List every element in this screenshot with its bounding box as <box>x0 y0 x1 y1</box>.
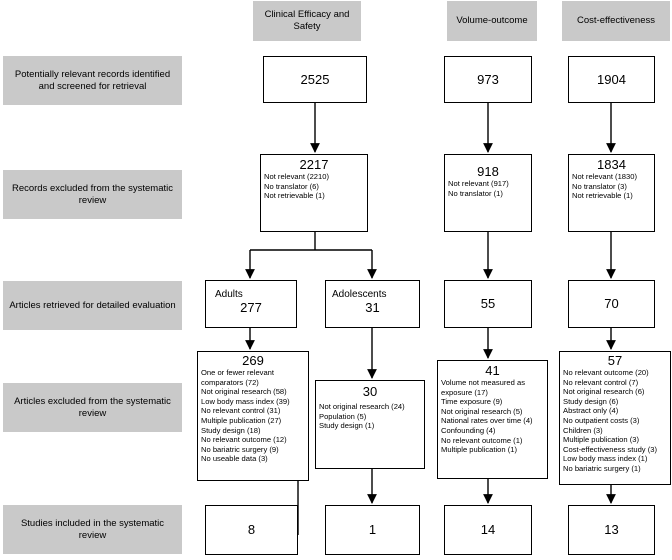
volume-retrieved-box: 55 <box>444 280 532 328</box>
exclusion-reason: Volume not measured as exposure (17) <box>441 378 526 397</box>
exclusion-reason: Study design (6) <box>563 396 619 406</box>
cost-screened-count: 1904 <box>597 71 626 87</box>
exclusion-reason: No useable data (3) <box>201 454 268 464</box>
row-label-retrieved: Articles retrieved for detailed evaluati… <box>3 281 182 330</box>
exclusion-reason: Children (3) <box>563 425 603 435</box>
cost-included-count: 13 <box>604 522 619 537</box>
cost-retrieved-count: 70 <box>604 296 619 311</box>
volume-excluded-count: 41 <box>485 363 500 378</box>
volume-articles-excluded-box: 41 Volume not measured as exposure (17) … <box>437 360 548 479</box>
adolescents-retrieved-box: Adolescents 31 <box>325 280 420 328</box>
exclusion-reason: Multiple publication (1) <box>441 445 517 455</box>
exclusion-reason: Not retrievable (1) <box>572 191 633 201</box>
adults-retrieved-box: Adults 277 <box>205 280 297 328</box>
header-volume-label: Volume-outcome <box>456 15 528 26</box>
header-clinical-label: Clinical Efficacy and Safety <box>264 9 350 32</box>
exclusion-reason: No relevant outcome (20) <box>563 368 649 377</box>
adolescents-excluded-count: 30 <box>362 384 378 399</box>
adolescents-included-count: 1 <box>368 522 377 537</box>
row-label-articles-excluded: Articles excluded from the systematic re… <box>3 383 182 432</box>
exclusion-reason: No translator (1) <box>448 188 503 198</box>
exclusion-reason: Cost-effectiveness study (3) <box>563 444 657 454</box>
exclusion-reason: Not original research (24) <box>319 402 405 411</box>
clinical-screened-count: 2525 <box>300 71 330 87</box>
exclusion-reason: Confounding (4) <box>441 425 496 435</box>
cost-excluded-count: 57 <box>607 353 623 368</box>
exclusion-reason: No relevant outcome (12) <box>201 435 287 445</box>
exclusion-reason: Study design (18) <box>201 425 261 435</box>
exclusion-reason: National rates over time (4) <box>441 416 533 426</box>
clinical-records-excluded-count: 2217 <box>299 157 329 172</box>
clinical-screened-box: 2525 <box>263 56 367 103</box>
exclusion-reason: No bariatric surgery (9) <box>201 444 279 454</box>
row-label-included-text: Studies included in the systematic revie… <box>20 517 165 541</box>
adolescents-included-box: 1 <box>325 505 420 555</box>
exclusion-reason: Low body mass index (39) <box>201 396 290 406</box>
volume-records-excluded-box: 918 Not relevant (917) No translator (1) <box>444 154 532 232</box>
exclusion-reason: Not relevant (2210) <box>264 172 330 181</box>
adults-included-box: 8 <box>205 505 298 555</box>
volume-included-count: 14 <box>480 522 496 537</box>
exclusion-reason: No relevant outcome (1) <box>441 435 523 445</box>
volume-retrieved-count: 55 <box>480 296 496 311</box>
exclusion-reason: Study design (1) <box>319 421 375 431</box>
exclusion-reason: One or fewer relevant comparators (72) <box>201 368 275 387</box>
exclusion-reason: No translator (3) <box>572 181 627 191</box>
volume-included-box: 14 <box>444 505 532 555</box>
row-label-articles-excluded-text: Articles excluded from the systematic re… <box>14 395 171 419</box>
row-label-retrieved-text: Articles retrieved for detailed evaluati… <box>9 299 176 311</box>
cost-articles-excluded-box: 57 No relevant outcome (20) No relevant … <box>559 351 671 485</box>
exclusion-reason: No relevant control (7) <box>563 377 639 387</box>
row-label-screened-text: Potentially relevant records identified … <box>14 68 171 92</box>
exclusion-reason: Not retrievable (1) <box>264 191 325 201</box>
exclusion-reason: Not original research (58) <box>201 387 287 397</box>
adults-excluded-count: 269 <box>242 353 264 368</box>
exclusion-reason: Multiple publication (3) <box>563 435 639 445</box>
cost-records-excluded-count: 1834 <box>597 157 626 172</box>
adults-retrieved-count: 277 <box>240 300 262 315</box>
exclusion-reason: Not original research (5) <box>441 406 523 416</box>
header-cost-label: Cost-effectiveness <box>577 15 655 26</box>
exclusion-reason: Population (5) <box>319 411 367 421</box>
adults-articles-excluded-box: 269 One or fewer relevant comparators (7… <box>197 351 309 481</box>
exclusion-reason: Abstract only (4) <box>563 406 619 416</box>
header-volume: Volume-outcome <box>447 1 537 41</box>
exclusion-reason: Multiple publication (27) <box>201 415 282 425</box>
exclusion-reason: Low body mass index (1) <box>563 454 648 464</box>
cost-records-excluded-box: 1834 Not relevant (1830) No translator (… <box>568 154 655 232</box>
exclusion-reason: No translator (6) <box>264 181 319 191</box>
adults-label: Adults <box>215 289 243 300</box>
exclusion-reason: No outpatient costs (3) <box>563 415 640 425</box>
volume-records-excluded-count: 918 <box>477 164 499 179</box>
row-label-included: Studies included in the systematic revie… <box>3 505 182 554</box>
adults-included-count: 8 <box>247 522 256 537</box>
cost-retrieved-box: 70 <box>568 280 655 328</box>
row-label-records-excluded: Records excluded from the systematic rev… <box>3 170 182 219</box>
adolescents-retrieved-count: 31 <box>365 300 380 315</box>
exclusion-reason: Not relevant (1830) <box>572 172 638 181</box>
exclusion-reason: Not relevant (917) <box>448 179 509 188</box>
adolescents-articles-excluded-box: 30 Not original research (24) Population… <box>315 380 425 469</box>
adolescents-label: Adolescents <box>332 289 387 300</box>
volume-screened-box: 973 <box>444 56 532 103</box>
exclusion-reason: No relevant control (31) <box>201 406 281 416</box>
row-label-records-excluded-text: Records excluded from the systematic rev… <box>11 182 174 206</box>
header-clinical: Clinical Efficacy and Safety <box>253 1 361 41</box>
clinical-records-excluded-box: 2217 Not relevant (2210) No translator (… <box>260 154 368 232</box>
volume-screened-count: 973 <box>477 71 499 87</box>
exclusion-reason: No bariatric surgery (1) <box>563 463 641 473</box>
header-cost: Cost-effectiveness <box>562 1 670 41</box>
cost-screened-box: 1904 <box>568 56 655 103</box>
exclusion-reason: Not original research (6) <box>563 387 645 397</box>
row-label-screened: Potentially relevant records identified … <box>3 56 182 105</box>
cost-included-box: 13 <box>568 505 655 555</box>
exclusion-reason: Time exposure (9) <box>441 397 503 407</box>
